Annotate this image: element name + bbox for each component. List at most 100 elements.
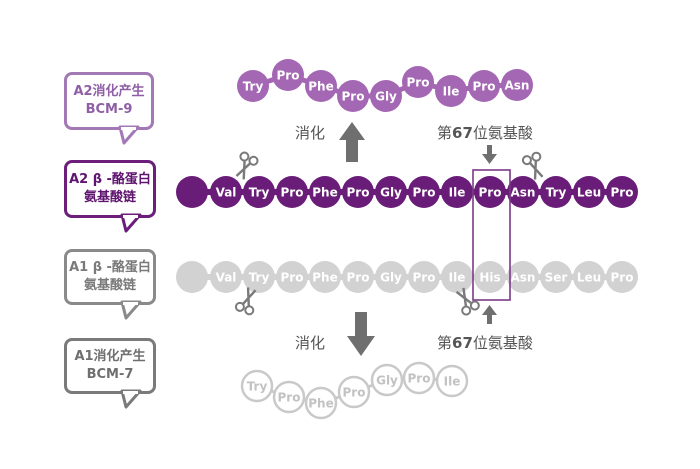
a2-bcm9-residue-circle: [272, 59, 304, 91]
a1-bcm7-residue-circle: [240, 369, 274, 403]
a2-chain-residue: Gly: [375, 176, 407, 208]
a2-bcm9-residue-label: Pro: [473, 80, 496, 94]
a2-bcm9-residue-label: Phe: [308, 80, 333, 94]
digest-label-bottom: 消化: [295, 334, 326, 352]
a1-chain-residue-label: Pro: [611, 271, 634, 285]
a1-bcm7-residue-label: Pro: [408, 372, 431, 386]
a2-bcm9-residue: Try: [237, 70, 269, 102]
a1-chain-residue-label: His: [479, 271, 500, 285]
a1-bcm7-residue: Pro: [272, 380, 306, 414]
a2-chain-residue-circle: [176, 176, 208, 208]
a2-bcm9-residue-label: Try: [243, 80, 264, 94]
a2-chain-residue-circle: [375, 176, 407, 208]
a2-bcm9-residue: Pro: [272, 59, 304, 91]
a1-bcm7-residue: Phe: [304, 386, 338, 420]
a1-chain-residue-label: Ile: [449, 271, 466, 285]
a1-bcm7-residue: Try: [240, 369, 274, 403]
a1-chain-residue: Pro: [606, 261, 638, 293]
a1-chain-residue-circle: [176, 261, 208, 293]
a1-chain-residue-circle: [375, 261, 407, 293]
a1-chain-residue-circle: [342, 261, 374, 293]
a2-chain-residue: Try: [243, 176, 275, 208]
label-a1-beta-casein: A1 β -酪蛋白 氨基酸链: [64, 249, 156, 305]
a1-chain-residue-circle: [606, 261, 638, 293]
a1-chain-residue: Ile: [441, 261, 473, 293]
a1-chain-residue: Pro: [408, 261, 440, 293]
a1-chain-residue-circle: [474, 261, 506, 293]
label-a2-beta-line2: 氨基酸链: [83, 190, 136, 205]
a1-chain-residue: Ser: [540, 261, 572, 293]
a2-chain-residue-label: Gly: [380, 186, 402, 200]
a1-bcm7-residue-circle: [272, 380, 306, 414]
a2-chain-residue: Ile: [441, 176, 473, 208]
position-67-top-post: 位氨基酸: [472, 124, 533, 142]
a2-chain-residue: Phe: [309, 176, 341, 208]
a1-chain-residue-circle: [441, 261, 473, 293]
scissors-icon: [234, 287, 257, 316]
a2-chain-residue: [176, 176, 208, 208]
position-67-highlight-box: [472, 169, 511, 301]
a2-chain-residue-circle: [309, 176, 341, 208]
a1-chain-residue: Pro: [342, 261, 374, 293]
a2-bcm9-residue-label: Pro: [342, 90, 365, 104]
a2-chain-residue: Try: [540, 176, 572, 208]
a1-bcm7-residue-label: Pro: [278, 391, 301, 405]
a2-chain-residue: Leu: [573, 176, 605, 208]
a2-bcm9-residue-label: Ile: [443, 85, 460, 99]
a1-bcm7-residue-label: Ile: [444, 375, 461, 389]
a1-bcm7-residue-label: Gly: [376, 374, 398, 388]
a1-chain-residue-label: Asn: [511, 271, 536, 285]
a1-chain-residue: [176, 261, 208, 293]
small-arrow-down-icon: [482, 145, 497, 164]
a2-chain-residue: Pro: [408, 176, 440, 208]
label-a2-bcm9-line2: BCM-9: [85, 102, 133, 117]
a1-bcm7-residue-circle: [337, 375, 371, 409]
a2-bcm9-residue-circle: [370, 80, 402, 112]
a1-chain-residue-circle: [507, 261, 539, 293]
label-a1-beta-line1: A1 β -酪蛋白: [69, 260, 151, 275]
a1-bcm7-residue-label: Phe: [308, 397, 333, 411]
a1-chain-residue: Asn: [507, 261, 539, 293]
a2-chain-residue-label: Asn: [511, 186, 536, 200]
a2-chain-residue: Pro: [474, 176, 506, 208]
a2-chain-residue-circle: [441, 176, 473, 208]
small-arrow-up-icon: [482, 305, 497, 324]
a2-bcm9-residue-circle: [501, 69, 533, 101]
a1-bcm7-residue-circle: [304, 386, 338, 420]
a2-bcm9-residue-label: Pro: [277, 69, 300, 83]
a2-chain-residue: Asn: [507, 176, 539, 208]
a1-chain-residue-label: Val: [216, 271, 237, 285]
a2-bcm9-residue: Phe: [305, 70, 337, 102]
position-67-label-top: 第67位氨基酸: [437, 122, 533, 143]
a2-bcm9-residue: Pro: [468, 70, 500, 102]
a2-bcm9-residue-label: Pro: [407, 76, 430, 90]
a1-chain-residue-circle: [243, 261, 275, 293]
label-a1-bcm7-line2: BCM-7: [86, 367, 134, 382]
a2-bcm9-residue-label: Asn: [505, 79, 530, 93]
a1-chain-residue: Leu: [573, 261, 605, 293]
a1-chain-residue: His: [474, 261, 506, 293]
a2-chain-residue: Pro: [276, 176, 308, 208]
digest-label-top: 消化: [295, 124, 326, 142]
a2-bcm9-residue: Pro: [402, 66, 434, 98]
a2-bcm9-residue-circle: [337, 80, 369, 112]
a2-bcm9-residue: Pro: [337, 80, 369, 112]
a2-bcm9-residue: Asn: [501, 69, 533, 101]
a2-chain-residue-label: Phe: [312, 186, 337, 200]
a2-chain-residue-circle: [276, 176, 308, 208]
scissors-icon: [455, 287, 480, 316]
a1-bcm7-residue: Pro: [402, 361, 436, 395]
a2-chain-residue-label: Pro: [347, 186, 370, 200]
position-67-top-num: 67: [452, 124, 473, 142]
a2-chain-residue-circle: [243, 176, 275, 208]
a2-chain-residue: Pro: [606, 176, 638, 208]
a2-bcm9-residue: Ile: [435, 75, 467, 107]
a1-chain-residue-label: Pro: [413, 271, 436, 285]
a1-chain-residue-circle: [309, 261, 341, 293]
a1-bcm7-residue: Pro: [337, 375, 371, 409]
position-67-top-pre: 第: [437, 124, 453, 142]
a1-chain-residue-label: Phe: [312, 271, 337, 285]
a1-chain-residue-label: Pro: [281, 271, 304, 285]
